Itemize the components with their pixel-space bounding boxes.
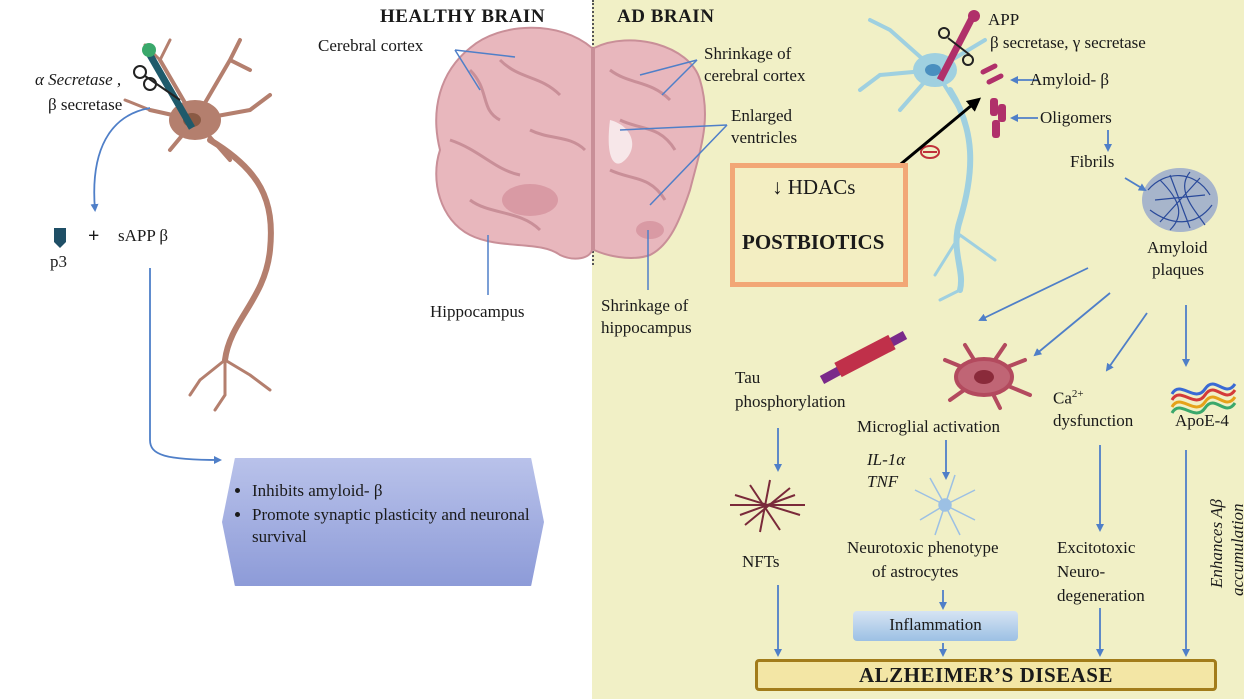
neuroprotection-box: Inhibits amyloid- β Promote synaptic pla…	[222, 458, 544, 586]
inhibition-icon	[920, 145, 940, 159]
accumulation-label: accumulation	[1228, 503, 1244, 596]
postbiotics-box	[730, 163, 908, 287]
astrocyte-icon	[914, 474, 976, 536]
hdacs-label: ↓ HDACs	[772, 175, 856, 199]
shrink-cortex-label-2: cerebral cortex	[704, 66, 806, 85]
degeneration-label: degeneration	[1057, 586, 1145, 605]
oligomers-icon	[990, 98, 1006, 138]
alpha-secretase-label: α Secretase ,	[35, 70, 122, 89]
ca-text: Ca	[1053, 388, 1072, 408]
alzheimers-disease-box: ALZHEIMER’S DISEASE	[755, 659, 1217, 691]
beta-secretase-label: β secretase	[48, 95, 123, 114]
p3-label: p3	[50, 252, 67, 271]
inflammation-box: Inflammation	[853, 611, 1018, 641]
ca-label: Ca2+	[1053, 384, 1084, 409]
amyloid-plaque-icon	[1142, 168, 1218, 232]
app-stick-icon	[936, 10, 980, 82]
oligomers-label: Oligomers	[1040, 108, 1112, 127]
p3-fragment-icon	[54, 228, 66, 248]
sapp-beta-label: sAPP β	[118, 226, 169, 245]
amyloid-beta-label: Amyloid- β	[1030, 70, 1110, 89]
healthy-neuron-illustration	[123, 38, 274, 412]
hippocampus-label: Hippocampus	[430, 302, 525, 321]
fibrils-label: Fibrils	[1070, 152, 1115, 171]
neurotoxic-label: Neurotoxic phenotype	[847, 538, 999, 557]
shrink-cortex-label: Shrinkage of	[704, 44, 792, 63]
ca-superscript: 2+	[1071, 388, 1084, 400]
cerebral-cortex-label: Cerebral cortex	[318, 36, 424, 55]
nfts-label: NFTs	[742, 552, 780, 571]
flow-arrows	[774, 76, 1190, 657]
ad-brain-header: AD BRAIN	[617, 6, 715, 27]
neuro-label: Neuro-	[1057, 562, 1106, 581]
enhances-ab-label: Enhances Aβ	[1207, 499, 1226, 588]
microglial-activation-label: Microglial activation	[857, 417, 1001, 436]
enlarged-ventricles-label: Enlarged	[731, 106, 793, 125]
amyloid-plaques-label-2: plaques	[1152, 260, 1204, 279]
info-item: Promote synaptic plasticity and neuronal…	[252, 504, 544, 548]
ad-brain-illustration	[593, 39, 706, 259]
excitotoxic-label: Excitotoxic	[1057, 538, 1136, 557]
shrink-hippocampus-label-2: hippocampus	[601, 318, 692, 337]
neurotoxic-label-2: of astrocytes	[872, 562, 959, 581]
amyloid-beta-fragments-icon	[980, 63, 1004, 85]
tau-protein-icon	[819, 331, 908, 384]
healthy-brain-header: HEALTHY BRAIN	[380, 6, 546, 27]
brain-leader-lines	[454, 49, 728, 295]
apoe4-helix-icon	[1170, 382, 1237, 415]
nft-tangle-icon	[730, 479, 805, 533]
app-label: APP	[988, 10, 1020, 29]
postbiotics-label: POSTBIOTICS	[742, 230, 885, 254]
apoe4-label: ApoE-4	[1175, 411, 1229, 430]
il1a-label: IL-1α	[867, 450, 906, 469]
enlarged-ventricles-label-2: ventricles	[731, 128, 798, 147]
secretase-scissors-icon	[133, 43, 196, 130]
plus-sign: +	[88, 225, 100, 247]
ca-dysfunction-label: dysfunction	[1053, 411, 1134, 430]
tnf-label: TNF	[867, 472, 899, 491]
tau-label: Tau	[735, 368, 761, 387]
amyloid-plaques-label: Amyloid	[1147, 238, 1208, 257]
microglia-icon	[943, 343, 1032, 410]
healthy-brain-illustration	[435, 26, 593, 260]
info-item: Inhibits amyloid- β	[252, 480, 544, 502]
shrink-hippocampus-label: Shrinkage of	[601, 296, 689, 315]
ad-neuron-illustration	[858, 18, 997, 302]
tau-phosphorylation-label: phosphorylation	[735, 392, 846, 411]
secretases-label: β secretase, γ secretase	[990, 33, 1146, 52]
